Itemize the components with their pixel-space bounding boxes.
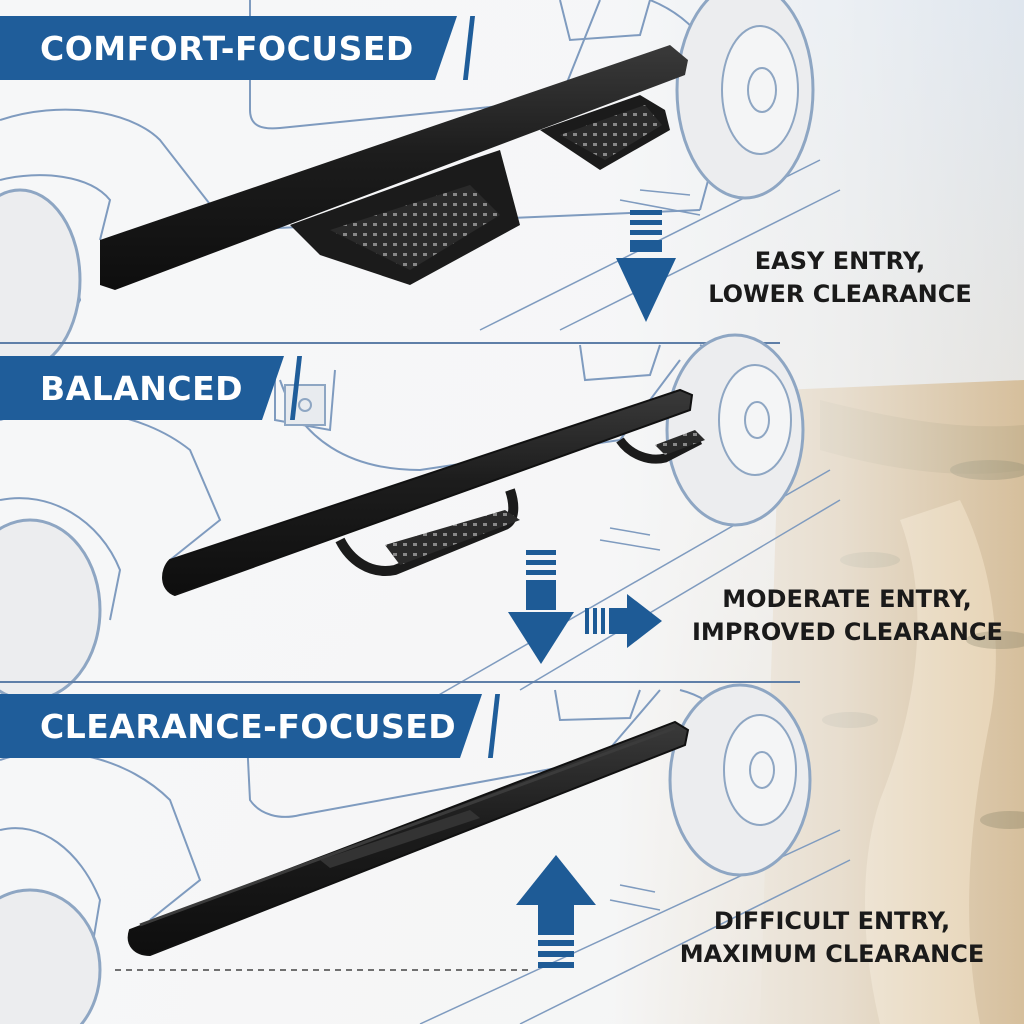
- down-and-right-arrow-icon: [508, 550, 662, 664]
- caption-line-1: DIFFICULT ENTRY,: [713, 907, 951, 935]
- caption-line-1: MODERATE ENTRY,: [722, 585, 972, 613]
- tire-panel-1: [0, 0, 815, 372]
- caption-clearance: DIFFICULT ENTRY, MAXIMUM CLEARANCE: [672, 905, 992, 971]
- banner-comfort-focused: COMFORT-FOCUSED: [0, 16, 475, 80]
- caption-line-2: MAXIMUM CLEARANCE: [679, 940, 985, 968]
- banner-clearance-focused: CLEARANCE-FOCUSED: [0, 694, 500, 758]
- up-arrow-icon: [516, 855, 596, 968]
- banner-slash-decoration: [463, 16, 475, 80]
- banner-slash-decoration: [290, 356, 302, 420]
- running-board-comfort: [100, 45, 688, 290]
- banner-slash-decoration: [488, 694, 500, 758]
- tire-panel-3: [0, 683, 812, 1024]
- caption-comfort: EASY ENTRY, LOWER CLEARANCE: [700, 245, 980, 311]
- caption-balanced: MODERATE ENTRY, IMPROVED CLEARANCE: [692, 583, 1003, 649]
- down-arrow-icon: [616, 210, 676, 322]
- banner-balanced: BALANCED: [0, 356, 302, 420]
- caption-line-2: LOWER CLEARANCE: [708, 280, 972, 308]
- banner-title: BALANCED: [40, 368, 244, 408]
- caption-line-1: EASY ENTRY,: [754, 247, 926, 275]
- banner-title: COMFORT-FOCUSED: [40, 28, 414, 68]
- caption-line-2: IMPROVED CLEARANCE: [692, 618, 1003, 646]
- banner-title: CLEARANCE-FOCUSED: [40, 706, 457, 746]
- rock-slider-clearance: [127, 720, 690, 957]
- nerf-bar-balanced: [162, 388, 705, 597]
